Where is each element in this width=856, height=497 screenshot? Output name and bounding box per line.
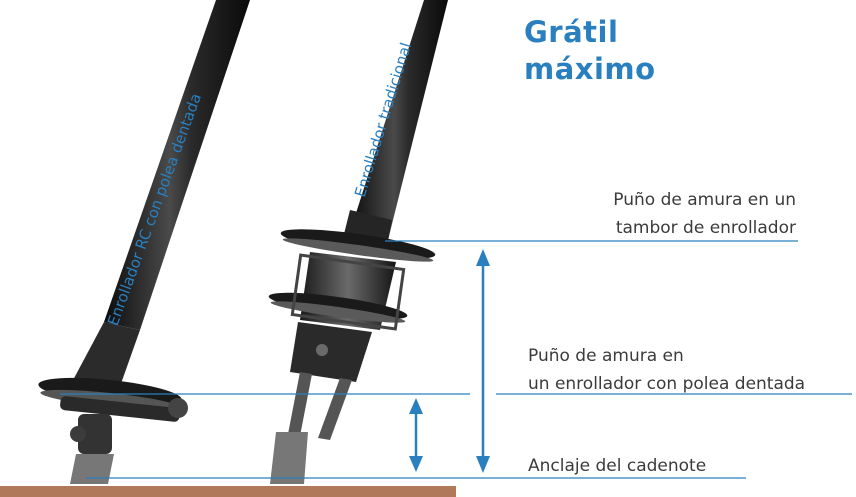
trad-line-guard [290, 253, 406, 331]
tack-drum-label-line-2: tambor de enrollador [615, 218, 796, 238]
title-line-1: Grátil [524, 15, 619, 49]
trad-strap-left [288, 372, 312, 436]
trad-bottom-flange-rim [270, 301, 406, 323]
rc-foil [104, 0, 250, 330]
measurement-lines [60, 240, 852, 479]
trad-strap-right [318, 378, 352, 440]
tack-pulley-label-line-2: un enrollador con polea dentada [528, 374, 806, 394]
rc-collar [72, 322, 140, 392]
rc-pin [70, 426, 86, 442]
title: Grátil máximo [524, 14, 656, 88]
trad-bolt [316, 344, 328, 356]
rc-handle-knob [168, 398, 188, 418]
trad-top-flange-rim [282, 238, 434, 262]
rc-toggle [70, 454, 114, 484]
tack-drum-label: Puño de amura en un tambor de enrollador [520, 186, 796, 242]
chainplate-label: Anclaje del cadenote [528, 456, 707, 476]
short-dimension-arrow [409, 398, 423, 472]
title-line-2: máximo [524, 52, 656, 86]
deck [0, 486, 456, 497]
rc-furler-graphic [38, 0, 250, 484]
trad-foil [350, 0, 448, 240]
long-dimension-arrow [476, 249, 490, 473]
traditional-furler-graphic [268, 0, 448, 484]
trad-toggle [270, 432, 308, 484]
tack-pulley-label: Puño de amura en un enrollador con polea… [528, 342, 805, 398]
trad-lower-body [290, 322, 372, 382]
rc-lower-body [78, 414, 112, 454]
rc-pulley-body [60, 396, 180, 422]
tack-pulley-label-line-1: Puño de amura en [528, 346, 684, 366]
tack-drum-label-line-1: Puño de amura en un [613, 190, 796, 210]
